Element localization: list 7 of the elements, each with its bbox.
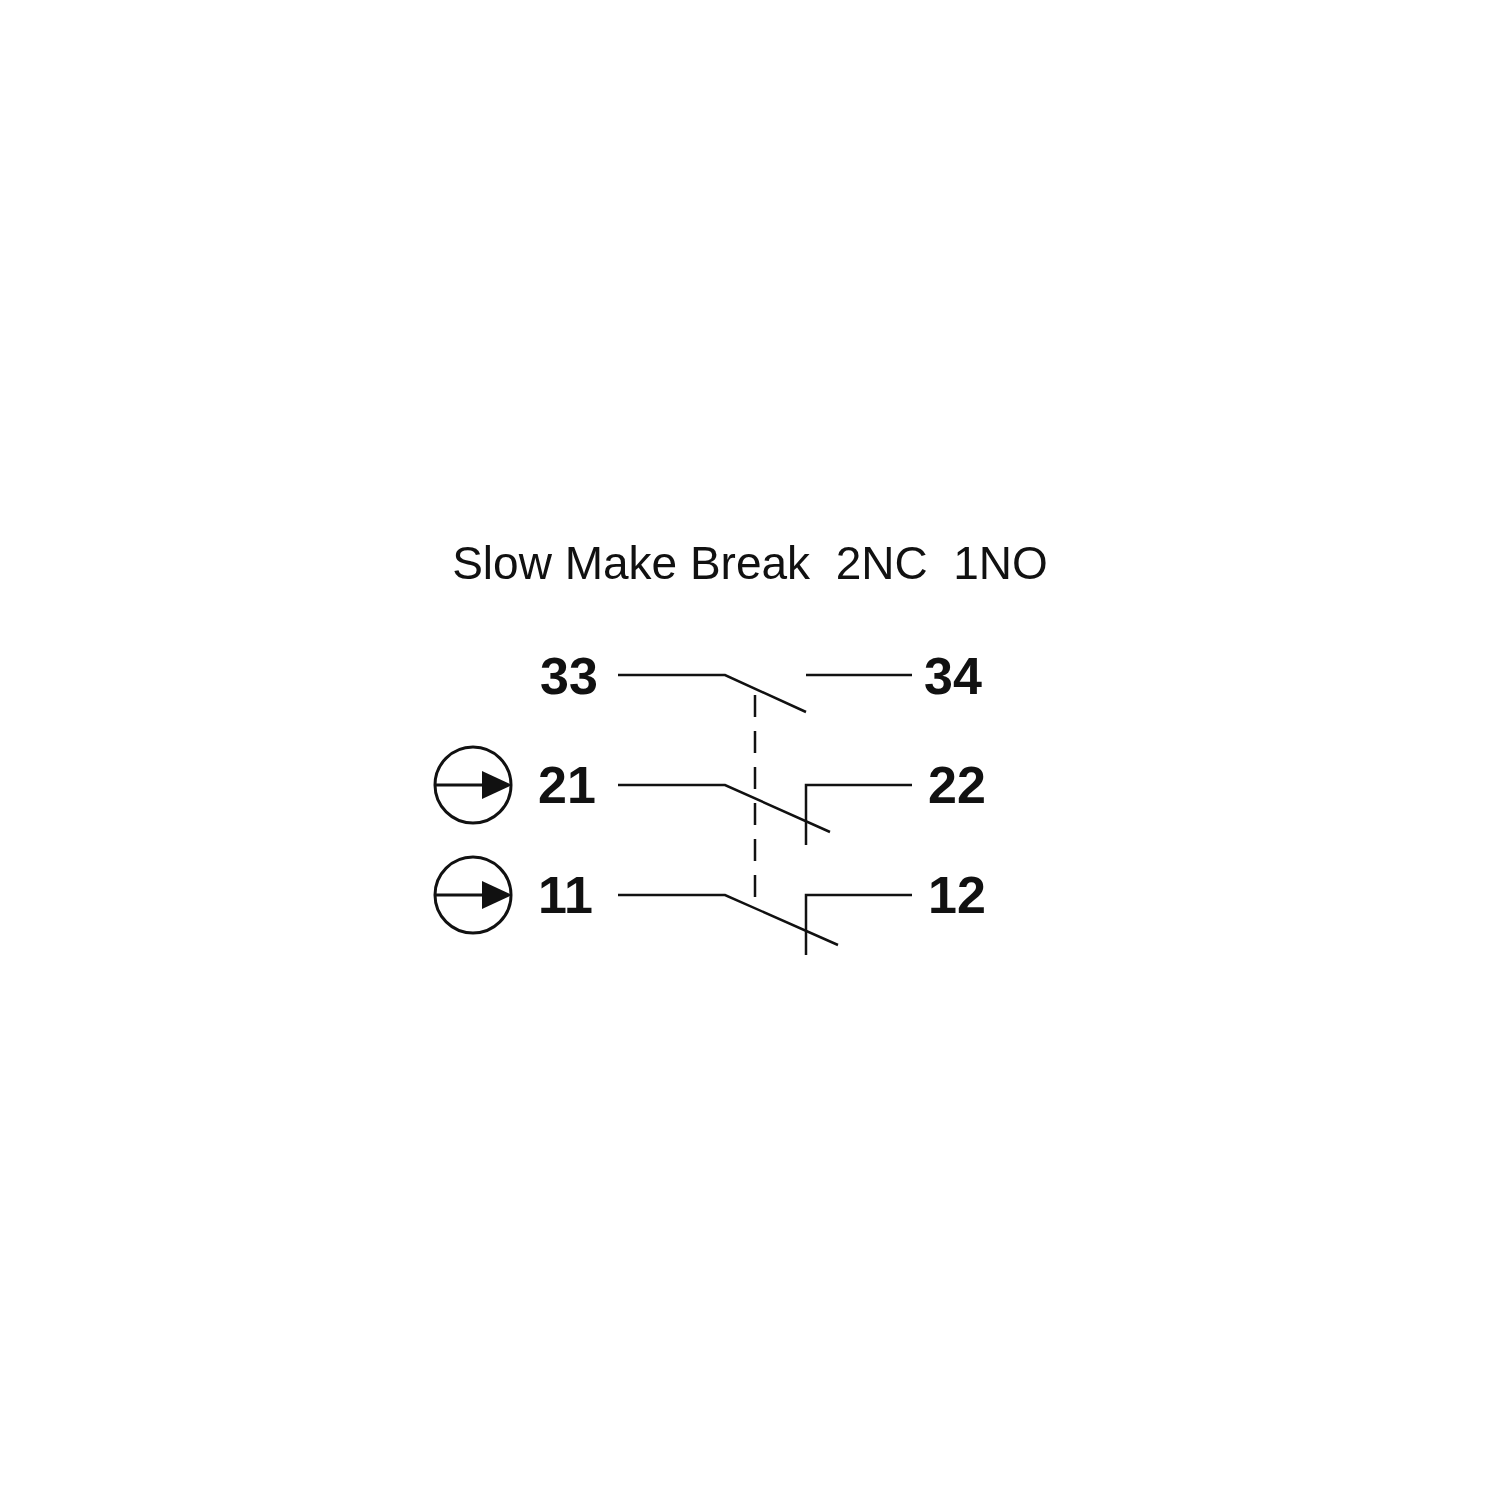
terminal-number: 21 — [538, 759, 596, 811]
terminal-number: 22 — [928, 759, 986, 811]
terminal-number: 34 — [924, 650, 982, 702]
terminal-number: 12 — [928, 869, 986, 921]
terminal-number: 33 — [540, 650, 598, 702]
terminal-number: 11 — [538, 869, 593, 921]
diagram-title: Slow Make Break 2NC 1NO — [451, 536, 1049, 591]
